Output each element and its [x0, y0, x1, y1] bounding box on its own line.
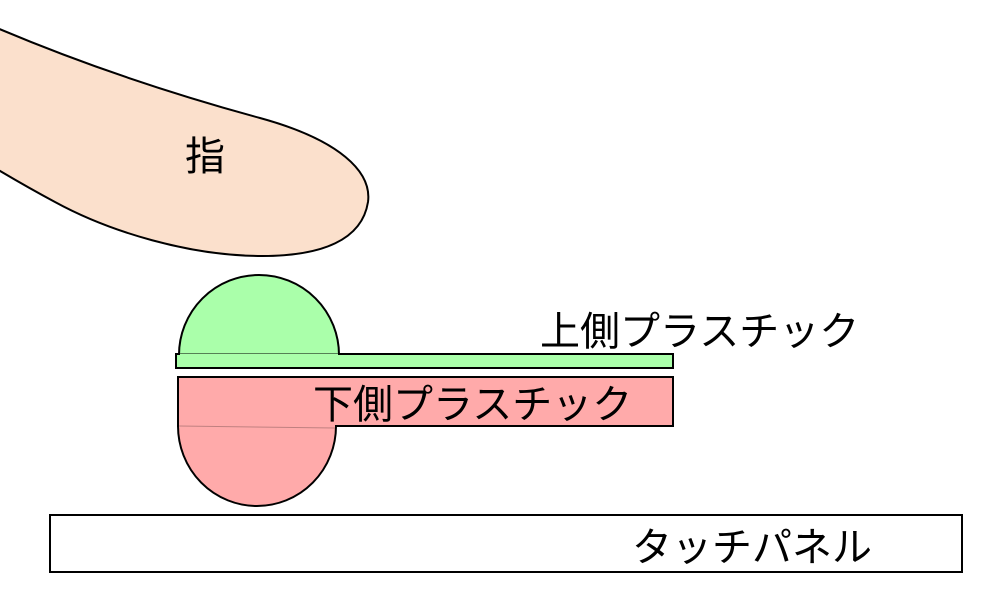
finger-label: 指	[185, 134, 225, 180]
touch-panel-label: タッチパネル	[632, 525, 872, 571]
upper-plastic-bar	[175, 353, 674, 369]
finger-shape	[0, 28, 370, 258]
lower-plastic-label: 下側プラスチック	[313, 382, 632, 428]
lower-plastic-bar	[177, 376, 674, 427]
upper-plastic-dome	[177, 274, 341, 356]
lower-plastic-dome	[176, 425, 338, 507]
lower-dome-seam	[178, 425, 336, 429]
touch-panel	[49, 514, 963, 573]
upper-plastic-label: 上側プラスチック	[540, 309, 859, 355]
